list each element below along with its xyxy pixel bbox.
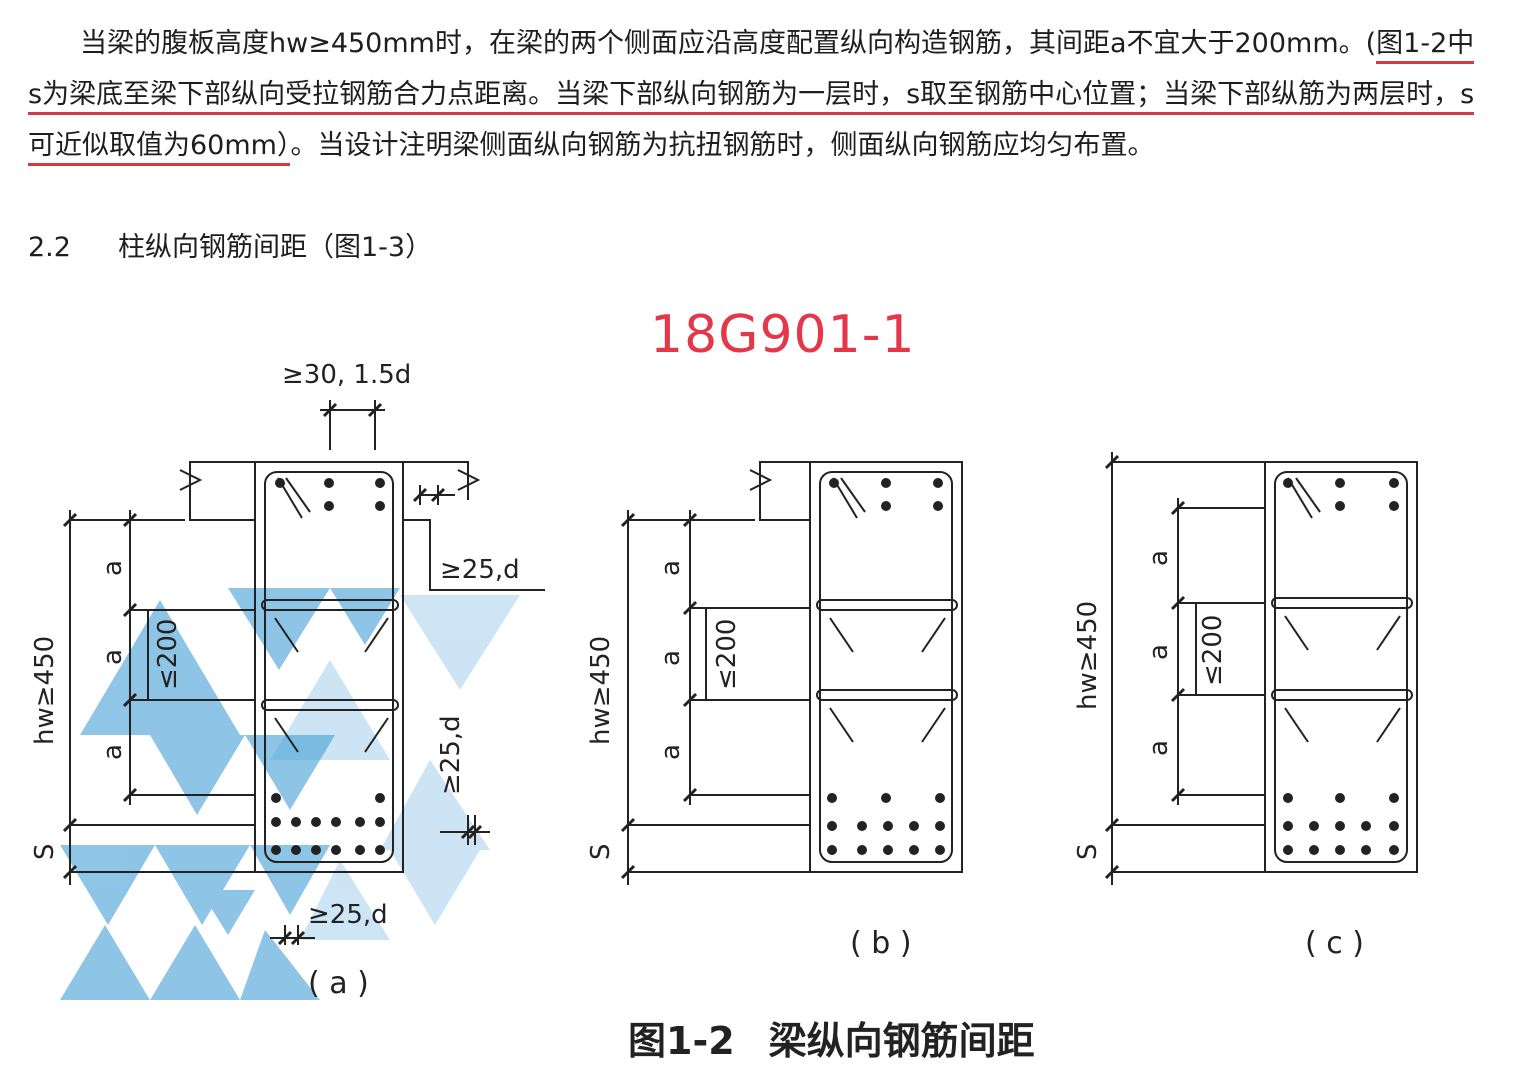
label-b-a-1: a — [656, 560, 686, 576]
label-s-b: S — [586, 843, 616, 860]
label-a-3: a — [98, 744, 128, 760]
beam-section-b — [620, 461, 963, 885]
label-hw-b: hw≥450 — [586, 635, 616, 745]
beam-section-c — [1104, 452, 1418, 885]
rebar-dots — [271, 478, 1399, 855]
label-hw-c: hw≥450 — [1073, 600, 1103, 710]
caption-c: ( c ) — [1305, 926, 1364, 961]
body-paragraph: 当梁的腹板高度hw≥450mm时，在梁的两个侧面应沿高度配置纵向构造钢筋，其间距… — [28, 18, 1488, 171]
figure-title: 图1-2 梁纵向钢筋间距 — [628, 1010, 1035, 1065]
label-s-a: S — [30, 843, 60, 860]
beam-section-a — [62, 400, 545, 946]
caption-b: ( b ) — [850, 926, 912, 961]
watermark-pattern — [60, 588, 400, 1000]
label-c-a-1: a — [1144, 550, 1174, 566]
label-max-spacing-a: ≤200 — [153, 618, 183, 690]
label-side-clear: ≥25,d — [440, 555, 520, 585]
label-top-clear: ≥30, 1.5d — [282, 360, 412, 390]
label-b-a-3: a — [656, 744, 686, 760]
caption-a: ( a ) — [308, 966, 369, 1001]
section-number: 2.2 — [28, 232, 71, 263]
label-a-1: a — [98, 560, 128, 576]
paragraph-text-end: 。当设计注明梁侧面纵向钢筋为抗扭钢筋时，侧面纵向钢筋应均匀布置。 — [290, 130, 1155, 161]
label-max-spacing-c: ≤200 — [1198, 614, 1228, 686]
label-s-c: S — [1073, 843, 1103, 860]
paragraph-text-start: 当梁的腹板高度hw≥450mm时，在梁的两个侧面应沿高度配置纵向构造钢筋，其间距… — [80, 28, 1377, 59]
label-b-a-2: a — [656, 650, 686, 666]
label-a-2: a — [98, 649, 128, 665]
figure-title-text: 梁纵向钢筋间距 — [768, 1019, 1035, 1063]
underlined-note: 图1-2中s为梁底至梁下部纵向受拉钢筋合力点距离。当梁下部纵向钢筋为一层时，s取… — [28, 28, 1475, 166]
label-hw-a: hw≥450 — [30, 635, 60, 745]
label-max-spacing-b: ≤200 — [712, 618, 742, 690]
section-title: 柱纵向钢筋间距（图1-3） — [118, 232, 433, 263]
figure-number: 图1-2 — [628, 1019, 735, 1063]
code-stamp: 18G901-1 — [650, 305, 916, 365]
label-row-clear: ≥25,d — [436, 715, 466, 795]
label-bottom-clear: ≥25,d — [308, 900, 388, 930]
label-c-a-2: a — [1144, 644, 1174, 660]
label-c-a-3: a — [1144, 740, 1174, 756]
section-heading: 2.2 柱纵向钢筋间距（图1-3） — [28, 222, 432, 273]
